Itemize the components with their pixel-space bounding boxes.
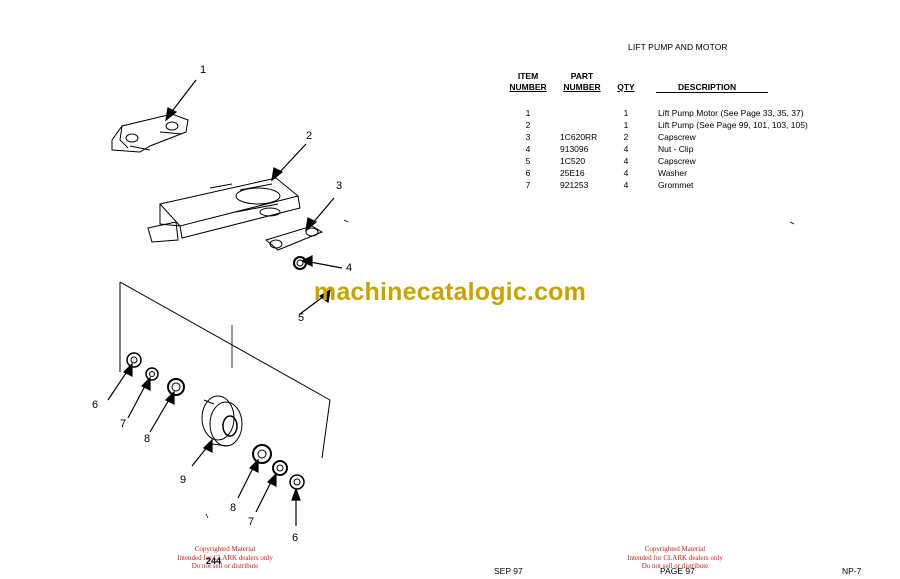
part-6-washer-left (126, 352, 142, 368)
part-8-bushing-right (252, 444, 272, 464)
header-part-line1: PART (570, 71, 594, 81)
callout-3: 3 (336, 180, 343, 192)
part-3-capscrew-clip (264, 225, 324, 251)
row-qty: 4 (623, 144, 629, 154)
row-part: 1C520 (560, 156, 586, 166)
row-item: 3 (525, 132, 531, 142)
part-2-lift-pump (147, 177, 301, 243)
copyright-right: Copyrighted Material Intended for CLARK … (600, 545, 750, 571)
part-7-grommet-right (272, 460, 288, 476)
callout-9: 9 (180, 474, 187, 486)
row-qty: 2 (623, 132, 629, 142)
copyright-line: Do not sell or distribute (641, 562, 709, 570)
row-item: 4 (525, 144, 531, 154)
row-qty: 4 (623, 156, 629, 166)
part-7-grommet-left (145, 367, 159, 381)
row-qty: 4 (623, 168, 629, 178)
page-number-left: 244 (206, 556, 222, 566)
copyright-line: Copyrighted Material (194, 545, 256, 553)
header-part-line2: NUMBER (563, 82, 601, 92)
header-item: ITEM NUMBER (506, 71, 550, 93)
row-desc: Lift Pump (See Page 99, 101, 103, 105) (658, 120, 808, 130)
footer-page: PAGE 97 (660, 566, 695, 576)
row-item: 5 (525, 156, 531, 166)
footer-code: NP-7 (842, 566, 862, 576)
header-description: DESCRIPTION (678, 82, 737, 92)
callout-6: 6 (92, 399, 99, 411)
row-item: 1 (525, 108, 531, 118)
row-desc: Grommet (658, 180, 694, 190)
row-desc: Capscrew (658, 156, 696, 166)
callout-7: 7 (120, 418, 127, 430)
copyright-line: Intended for CLARK dealers only (627, 553, 723, 562)
part-9-coupling (201, 395, 243, 447)
part-4-nut-clip (293, 256, 307, 270)
copyright-line: Copyrighted Material (644, 545, 706, 553)
leader-lines (107, 79, 343, 526)
row-part: 25E16 (560, 168, 585, 178)
part-1-motor-bracket (111, 113, 189, 153)
header-qty: QTY (617, 82, 635, 92)
copyright-line: Intended for CLARK dealers only (177, 553, 273, 562)
footer-date: SEP 97 (494, 566, 523, 576)
header-part: PART NUMBER (556, 71, 608, 93)
copyright-left: Copyrighted Material Intended for CLARK … (150, 545, 300, 571)
callout-4: 4 (346, 262, 353, 274)
row-desc: Lift Pump Motor (See Page 33, 35, 37) (658, 108, 804, 118)
part-8-bushing-left (167, 378, 185, 396)
row-qty: 1 (623, 108, 629, 118)
row-item: 6 (525, 168, 531, 178)
callout-7-right: 7 (248, 516, 255, 528)
callout-8: 8 (144, 433, 151, 445)
row-desc: Nut - Clip (658, 144, 694, 154)
callout-8-right: 8 (230, 502, 237, 514)
row-part: 913096 (560, 144, 589, 154)
part-6-washer-right (289, 474, 305, 490)
row-item: 2 (525, 120, 531, 130)
header-item-line2: NUMBER (509, 82, 547, 92)
row-desc: Capscrew (658, 132, 696, 142)
callout-5: 5 (298, 312, 305, 324)
row-part: 921253 (560, 180, 589, 190)
header-item-line1: ITEM (517, 71, 539, 81)
row-part: 1C620RR (560, 132, 598, 142)
copyright-line: Do not sell or distribute (191, 562, 259, 570)
row-qty: 4 (623, 180, 629, 190)
callout-1: 1 (200, 64, 207, 76)
page-title: LIFT PUMP AND MOTOR (628, 42, 728, 52)
row-item: 7 (525, 180, 531, 190)
description-underline (656, 92, 768, 93)
callout-2: 2 (306, 130, 313, 142)
row-desc: Washer (658, 168, 687, 178)
callout-6-right: 6 (292, 532, 299, 544)
row-qty: 1 (623, 120, 629, 130)
watermark: machinecatalogic.com (313, 278, 587, 306)
